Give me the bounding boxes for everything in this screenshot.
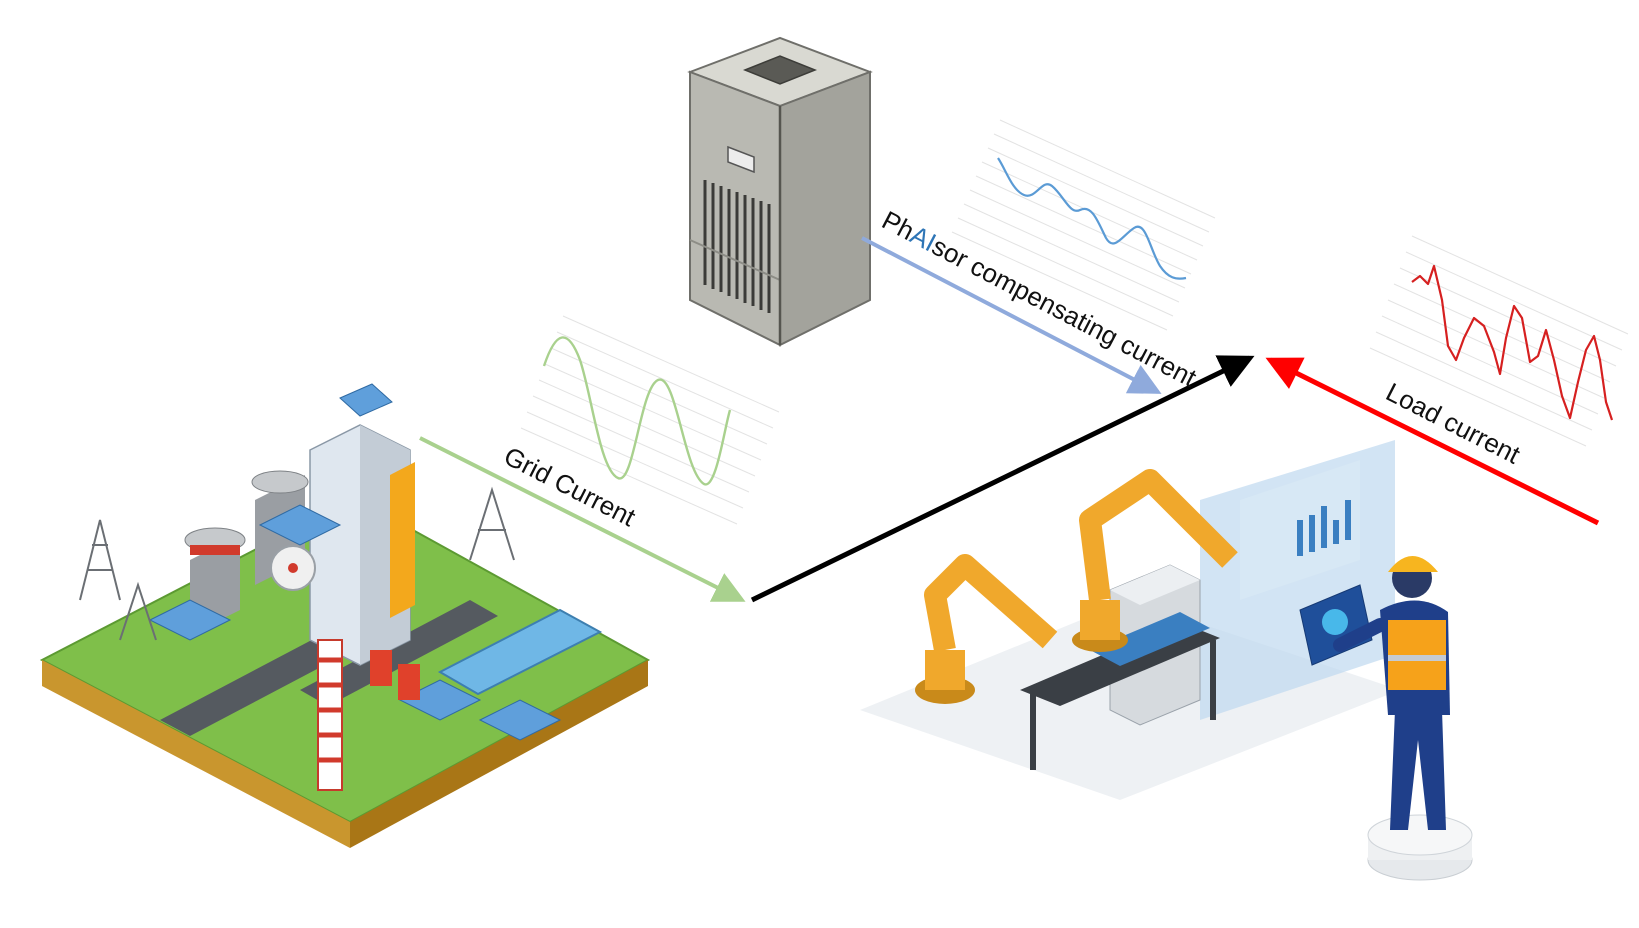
grid-current-arrow (419, 436, 746, 602)
engineer-with-laptop-icon (1299, 556, 1473, 881)
load-current-waveform (1369, 235, 1629, 447)
phaisor-cabinet-icon (687, 36, 873, 347)
compensating-current-waveform (951, 119, 1216, 331)
compensating-current-label: PhAIsor compensating current (877, 205, 1202, 393)
compensating-current-arrow (861, 236, 1162, 394)
load-current-arrow (1265, 357, 1600, 526)
resultant-current-arrow (750, 355, 1255, 603)
power-plant-icon (39, 383, 651, 848)
compensating-label-suffix: sor compensating current (927, 231, 1202, 393)
grid-current-waveform (520, 315, 780, 525)
